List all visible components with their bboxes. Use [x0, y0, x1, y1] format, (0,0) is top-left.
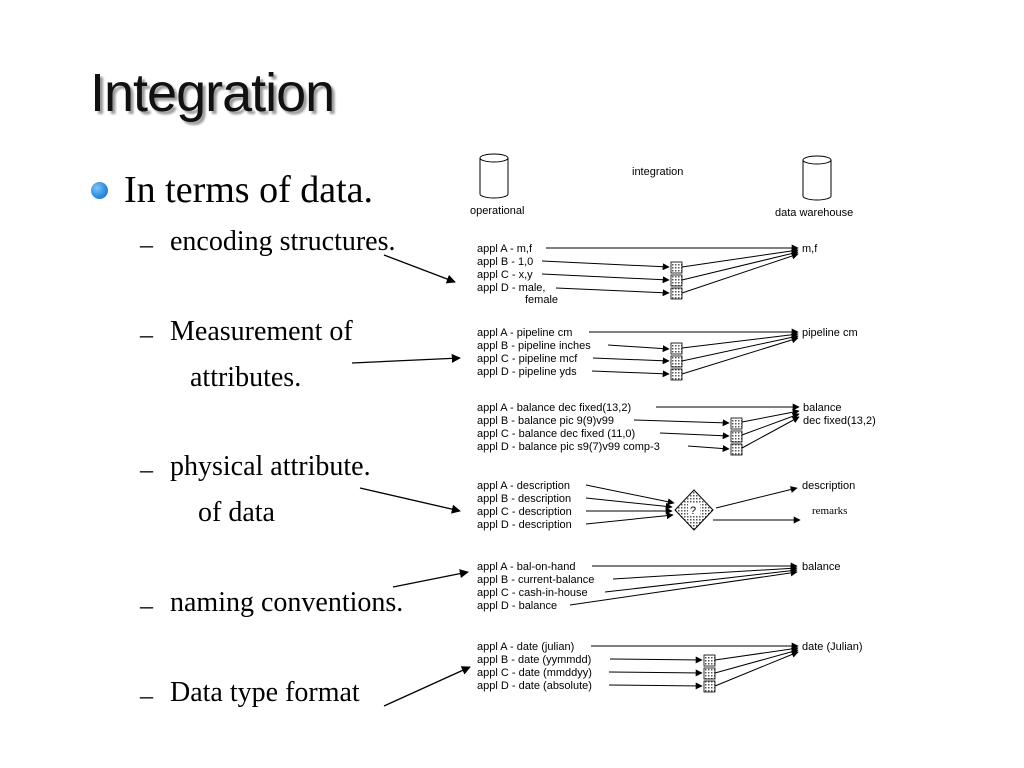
pointer-arrow-3 [359, 487, 461, 514]
decision-label: ? [690, 505, 696, 517]
source-label: appl A - m,f [477, 243, 533, 255]
converter-box-icon [670, 355, 683, 368]
source-label: appl A - pipeline cm [477, 327, 572, 339]
source-label: appl B - description [477, 493, 571, 505]
target-label: pipeline cm [802, 327, 858, 339]
sub-item-physical: physical attribute. [170, 451, 371, 482]
sub-item-encoding: encoding structures. [170, 226, 396, 257]
converter-box-icon [730, 430, 743, 443]
operational-database-icon [479, 153, 509, 199]
data-warehouse-label: data warehouse [775, 207, 853, 219]
source-label: appl C - date (mmddyy) [477, 667, 592, 679]
target-label: dec fixed(13,2) [803, 415, 876, 427]
pointer-arrow-1 [383, 254, 456, 284]
converter-box-icon [670, 368, 683, 381]
integration-label: integration [632, 166, 683, 178]
converter-box-icon [730, 443, 743, 456]
source-label: appl D - pipeline yds [477, 366, 577, 378]
bullet-text: In terms of data. [124, 169, 374, 211]
target-label: remarks [812, 505, 847, 517]
pointer-arrow-4 [392, 569, 469, 588]
pointer-arrow-5 [383, 666, 471, 707]
converter-box-icon [670, 287, 683, 300]
source-label: appl B - current-balance [477, 574, 594, 586]
converter-box-icon [703, 680, 716, 693]
sub-item-naming: naming conventions. [170, 587, 404, 618]
source-label: appl A - bal-on-hand [477, 561, 575, 573]
dash-4: – [140, 591, 153, 620]
converter-box-icon [730, 417, 743, 430]
target-label: m,f [802, 243, 818, 255]
source-label: appl D - balance [477, 600, 557, 612]
source-label: appl D - balance pic s9(7)v99 comp-3 [477, 441, 660, 453]
slide-title: Integration [90, 63, 335, 123]
pointer-arrow-2 [351, 353, 461, 364]
target-label: balance [803, 402, 842, 414]
decision-diamond-icon: ? [674, 489, 714, 531]
sub-item-datatype: Data type format [170, 677, 360, 708]
source-label: appl C - x,y [477, 269, 533, 281]
group-naming: appl A - bal-on-hand appl B - current-ba… [477, 561, 841, 612]
source-label: appl B - balance pic 9(9)v99 [477, 415, 614, 427]
source-label: appl D - male, [477, 282, 545, 294]
source-label: appl B - 1,0 [477, 256, 533, 268]
group-encoding: appl A - m,f appl B - 1,0 appl C - x,y a… [477, 243, 818, 306]
source-label: appl A - description [477, 480, 570, 492]
dash-1: – [140, 230, 153, 259]
source-label: appl C - balance dec fixed (11,0) [477, 428, 635, 440]
group-date-format: appl A - date (julian) appl B - date (yy… [477, 641, 863, 693]
converter-box-icon [670, 261, 683, 274]
converter-box-icon [670, 342, 683, 355]
source-label: appl D - date (absolute) [477, 680, 592, 692]
dash-2: – [140, 320, 153, 349]
converter-box-icon [703, 654, 716, 667]
sub-item-measurement-line2: attributes. [190, 362, 302, 393]
source-label: appl D - description [477, 519, 572, 531]
converter-box-icon [703, 667, 716, 680]
source-label: appl B - date (yymmdd) [477, 654, 591, 666]
dash-3: – [140, 455, 153, 484]
target-label: description [802, 480, 855, 492]
target-label: balance [802, 561, 841, 573]
sub-item-measurement: Measurement of [170, 316, 353, 347]
source-label: appl C - cash-in-house [477, 587, 588, 599]
sub-item-physical-line2: of data [198, 497, 275, 528]
group-physical-attribute: appl A - balance dec fixed(13,2) appl B … [477, 402, 876, 456]
dash-5: – [140, 681, 153, 710]
source-label: appl C - pipeline mcf [477, 353, 578, 365]
target-label: date (Julian) [802, 641, 863, 653]
source-label-continued: female [525, 294, 558, 306]
data-warehouse-database-icon [802, 155, 832, 201]
group-measurement: appl A - pipeline cm appl B - pipeline i… [477, 327, 858, 381]
source-label: appl A - balance dec fixed(13,2) [477, 402, 631, 414]
group-description: appl A - description appl B - descriptio… [477, 480, 855, 531]
source-label: appl A - date (julian) [477, 641, 574, 653]
source-label: appl C - description [477, 506, 572, 518]
bullet-dot-icon [91, 182, 108, 199]
operational-label: operational [470, 205, 524, 217]
source-label: appl B - pipeline inches [477, 340, 591, 352]
converter-box-icon [670, 274, 683, 287]
